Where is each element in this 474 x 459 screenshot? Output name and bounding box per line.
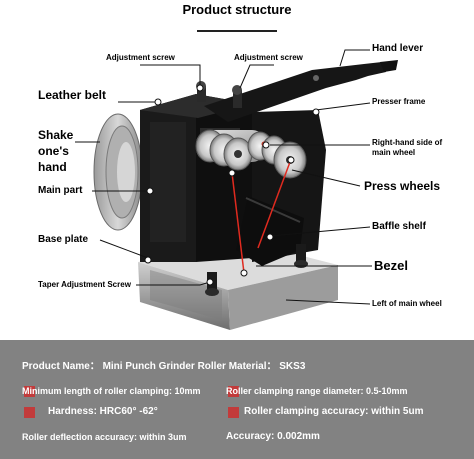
pointer-dot-adjust-1: [196, 84, 204, 92]
label-baffle-shelf: Baffle shelf: [372, 221, 426, 232]
spec-hardness: Hardness: HRC60° -62°: [48, 406, 158, 417]
spec-bullet-3: [24, 407, 35, 418]
pointer-line-left: [231, 172, 245, 274]
spec-bullet-4: [228, 407, 239, 418]
pointer-dot-bezel: [240, 269, 248, 277]
spec-min-length: Minimum length of roller clamping: 10mm: [22, 386, 201, 396]
spec-accuracy: Accuracy: 0.002mm: [226, 431, 320, 442]
spec-bullet-1: [24, 386, 35, 397]
label-adjustment-screw-1: Adjustment screw: [106, 53, 175, 62]
leader-press-wheels: [291, 169, 361, 187]
spec-deflection: Roller deflection accuracy: within 3um: [22, 432, 187, 442]
leader-adjustment-screw-2: [239, 64, 274, 89]
leader-hand-lever: [339, 49, 370, 67]
label-right-wheel-line-1: Right-hand side of: [372, 138, 443, 147]
leader-base-plate: [99, 239, 149, 259]
page-title: Product structure: [182, 2, 292, 17]
label-hand-lever: Hand lever: [372, 43, 424, 54]
pointer-dots: [144, 84, 320, 286]
label-taper-adjustment-screw: Taper Adjustment Screw: [38, 280, 131, 289]
pointer-dot-press: [287, 156, 295, 164]
press-wheels-shape: [195, 129, 307, 179]
pointer-dot-presser: [312, 108, 320, 116]
pointer-dot-base: [144, 256, 152, 264]
label-base-plate: Base plate: [38, 234, 89, 245]
label-left-main-wheel: Left of main wheel: [372, 299, 442, 308]
pointer-dot-baffle: [266, 233, 274, 241]
label-bezel: Bezel: [374, 258, 408, 273]
pointer-dot-belt: [154, 98, 162, 106]
label-shake-line-1: Shake: [38, 128, 74, 142]
spec-bullet-2: [228, 386, 239, 397]
label-shake-ones-hand: Shake one's hand: [38, 127, 73, 175]
leader-lines: [75, 49, 372, 305]
machine-diagram: [75, 49, 398, 330]
spec-clamping-range: Roller clamping range diameter: 0.5-10mm: [226, 386, 408, 396]
pointer-dot-taper: [206, 278, 214, 286]
leader-baffle-shelf: [269, 226, 371, 237]
pointer-dot-wheel-left: [228, 169, 236, 177]
spec-product-name: Product Name： Mini Punch Grinder Roller …: [22, 361, 306, 372]
specs-panel: Product Name： Mini Punch Grinder Roller …: [0, 340, 474, 459]
leader-presser-frame: [315, 102, 371, 111]
label-right-wheel-line-2: main wheel: [372, 148, 416, 157]
pointer-dot-right-wheel: [262, 141, 270, 149]
pointer-dot-main-part: [146, 187, 154, 195]
label-adjustment-screw-2: Adjustment screw: [234, 53, 303, 62]
label-shake-line-2: one's: [38, 144, 69, 158]
leader-left-wheel: [285, 299, 371, 305]
label-presser-frame: Presser frame: [372, 97, 426, 106]
hand-wheel-shape: [93, 113, 143, 231]
pointer-line-right: [257, 161, 291, 249]
title-underline: [197, 30, 277, 32]
label-leather-belt: Leather belt: [38, 88, 107, 102]
label-right-hand-wheel: Right-hand side of main wheel: [372, 138, 442, 158]
label-press-wheels: Press wheels: [364, 179, 441, 193]
hand-lever-shape: [204, 60, 398, 122]
leader-adjustment-screw-1: [140, 64, 201, 86]
label-shake-line-3: hand: [38, 160, 67, 174]
pointer-lines: [231, 161, 291, 274]
spec-clamping-accuracy: Roller clamping accuracy: within 5um: [244, 406, 424, 417]
label-main-part: Main part: [38, 185, 83, 196]
